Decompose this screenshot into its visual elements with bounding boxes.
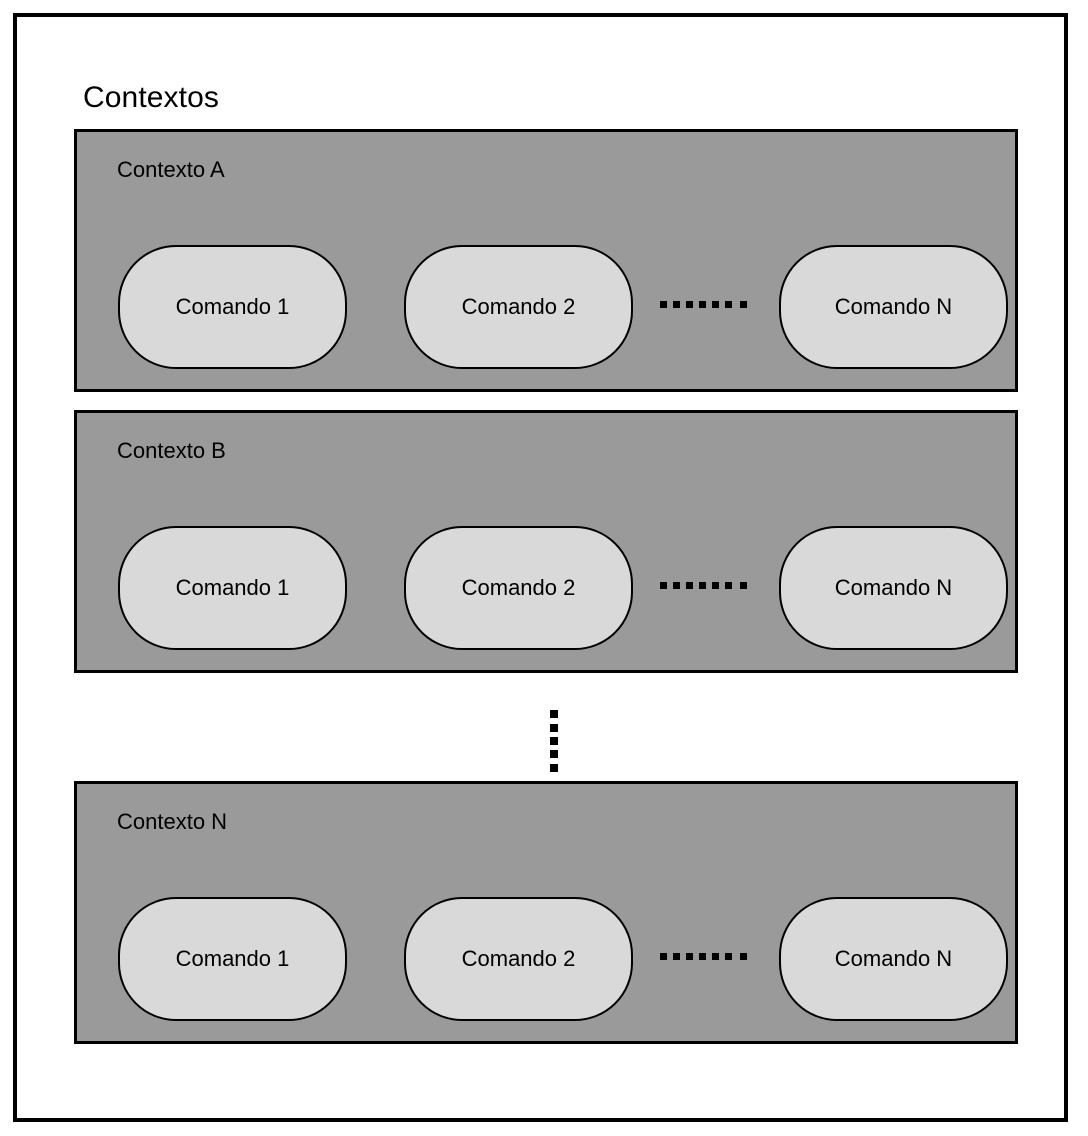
command-box-n-2[interactable]: Comando 2: [404, 897, 633, 1021]
context-label-b: Contexto B: [117, 438, 226, 463]
command-box-a-1[interactable]: Comando 1: [118, 245, 347, 369]
context-label-a: Contexto A: [117, 157, 225, 182]
command-box-b-1[interactable]: Comando 1: [118, 526, 347, 650]
command-label: Comando 1: [175, 946, 290, 971]
dotted-connector-icon-b: [660, 582, 749, 589]
command-row-n: Comando 1 Comando 2 Comando N: [77, 897, 1015, 1021]
command-box-b-n[interactable]: Comando N: [779, 526, 1008, 650]
command-label: Comando 2: [461, 946, 576, 971]
command-box-n-1[interactable]: Comando 1: [118, 897, 347, 1021]
dotted-connector-icon-a: [660, 301, 749, 308]
command-label: Comando N: [834, 946, 953, 971]
command-label: Comando 1: [175, 575, 290, 600]
context-label-n: Contexto N: [117, 809, 228, 834]
context-panel-b: Contexto B Comando 1 Comando 2 Comando N: [74, 410, 1018, 673]
command-box-a-n[interactable]: Comando N: [779, 245, 1008, 369]
diagram-frame: Contextos Contexto A Comando 1 Comando 2…: [13, 13, 1068, 1122]
page-title: Contextos: [83, 81, 219, 115]
command-box-b-2[interactable]: Comando 2: [404, 526, 633, 650]
context-panel-n: Contexto N Comando 1 Comando 2 Comando N: [74, 781, 1018, 1044]
command-label: Comando 1: [175, 294, 290, 319]
command-label: Comando N: [834, 575, 953, 600]
vertical-ellipsis-icon: [550, 710, 558, 772]
command-row-a: Comando 1 Comando 2 Comando N: [77, 245, 1015, 369]
command-box-a-2[interactable]: Comando 2: [404, 245, 633, 369]
context-panel-a: Contexto A Comando 1 Comando 2 Comando N: [74, 129, 1018, 392]
command-box-n-n[interactable]: Comando N: [779, 897, 1008, 1021]
dotted-connector-icon-n: [660, 953, 749, 960]
command-row-b: Comando 1 Comando 2 Comando N: [77, 526, 1015, 650]
command-label: Comando 2: [461, 294, 576, 319]
command-label: Comando 2: [461, 575, 576, 600]
command-label: Comando N: [834, 294, 953, 319]
